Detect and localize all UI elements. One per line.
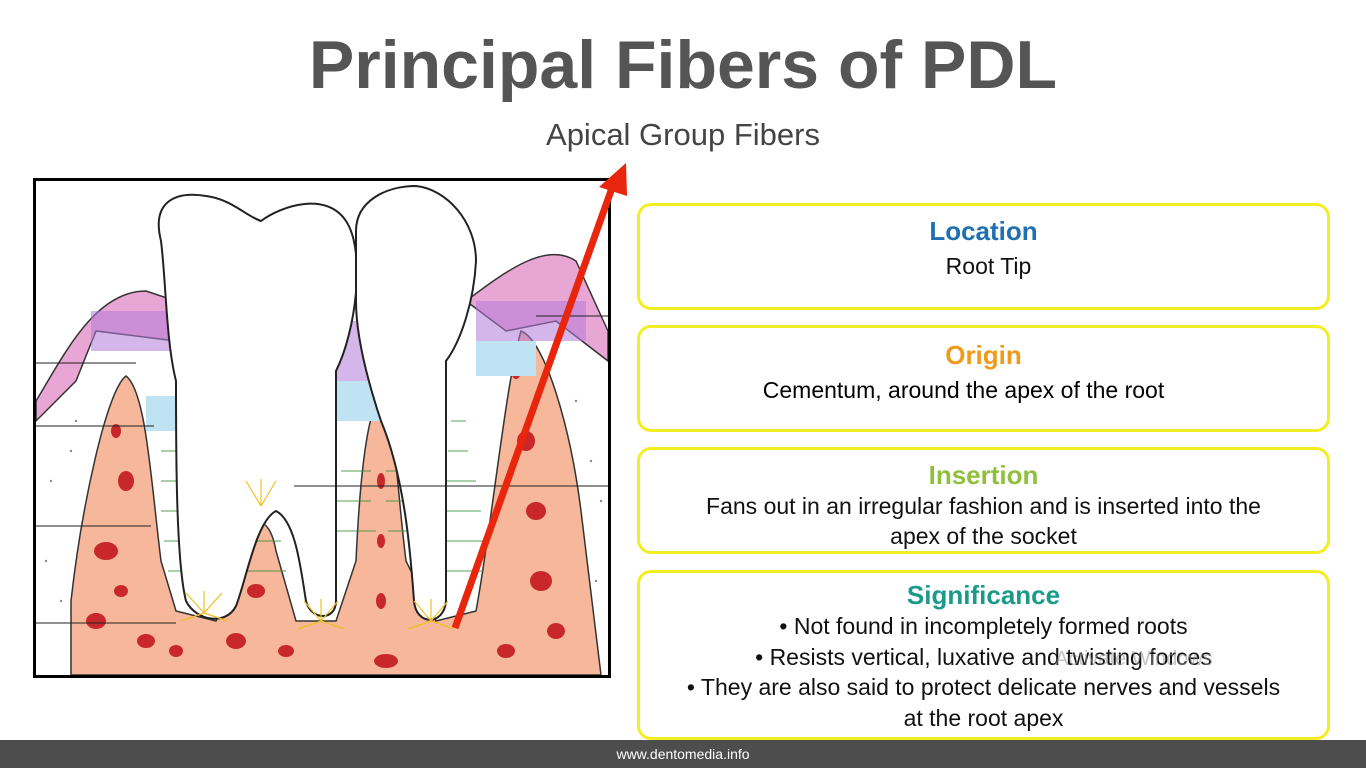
footer-url[interactable]: www.dentomedia.info xyxy=(616,746,750,762)
location-card: Location Root Tip xyxy=(637,203,1330,310)
footer-bar: www.dentomedia.info xyxy=(0,740,1366,768)
significance-bullet-1: • Not found in incompletely formed roots xyxy=(779,613,1188,639)
insertion-card: Insertion Fans out in an irregular fashi… xyxy=(637,447,1330,554)
tooth-pdl-diagram xyxy=(33,178,611,678)
significance-card: Significance • Not found in incompletely… xyxy=(637,570,1330,740)
insertion-text-line-1: Fans out in an irregular fashion and is … xyxy=(706,493,1261,519)
insertion-text-line-2: apex of the socket xyxy=(890,523,1077,549)
origin-heading: Origin xyxy=(945,340,1022,370)
significance-bullet-2: • Resists vertical, luxative and twistin… xyxy=(755,643,1212,670)
origin-card: Origin Cementum, around the apex of the … xyxy=(637,325,1330,432)
slide-subtitle: Apical Group Fibers xyxy=(546,117,820,152)
insertion-heading: Insertion xyxy=(928,460,1039,490)
significance-bullet-3-cont: at the root apex xyxy=(903,704,1064,731)
activate-windows-watermark: Activate Windows xyxy=(1055,648,1213,670)
significance-bullet-3: • They are also said to protect delicate… xyxy=(686,674,1281,700)
slide-title: Principal Fibers of PDL xyxy=(308,27,1058,103)
significance-heading: Significance xyxy=(906,580,1061,610)
origin-text: Cementum, around the apex of the root xyxy=(762,377,1165,403)
location-text: Root Tip xyxy=(945,253,1032,279)
location-heading: Location xyxy=(929,216,1038,246)
